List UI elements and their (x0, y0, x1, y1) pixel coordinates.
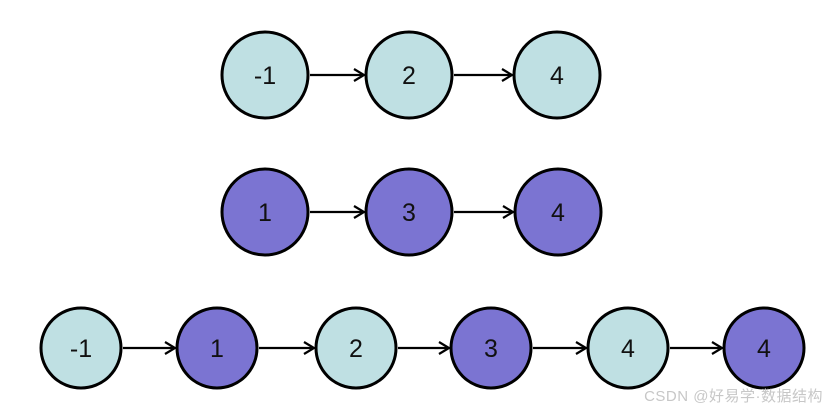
csdn-watermark: CSDN @好易学·数据结构 (644, 388, 823, 405)
node-value: 2 (349, 335, 363, 363)
node-value: 1 (258, 199, 272, 227)
node-value: -1 (254, 62, 276, 90)
node-value: 3 (484, 335, 498, 363)
list-node-circle (364, 167, 454, 257)
list-row-merged: -1 1 2 3 4 4 (39, 306, 806, 390)
node-value: 2 (402, 62, 416, 90)
node-value: 4 (621, 335, 635, 363)
list-node-circle (175, 306, 259, 390)
list-node-circle (513, 167, 603, 257)
list-node-circle (39, 306, 123, 390)
list-node-circle (220, 167, 310, 257)
list-node-circle (314, 306, 398, 390)
node-value: 1 (210, 335, 224, 363)
node-value: -1 (70, 335, 92, 363)
list-node-circle (449, 306, 533, 390)
node-value: 3 (402, 199, 416, 227)
node-value: 4 (550, 62, 564, 90)
list-node-circle (586, 306, 670, 390)
list-node-circle (364, 30, 454, 120)
list-row-first: -1 2 4 (220, 30, 602, 120)
list-node-circle (220, 30, 310, 120)
node-value: 4 (757, 335, 771, 363)
list-row-second: 1 3 4 (220, 167, 603, 257)
node-value: 4 (551, 199, 565, 227)
list-node-circle (512, 30, 602, 120)
list-node-circle (722, 306, 806, 390)
